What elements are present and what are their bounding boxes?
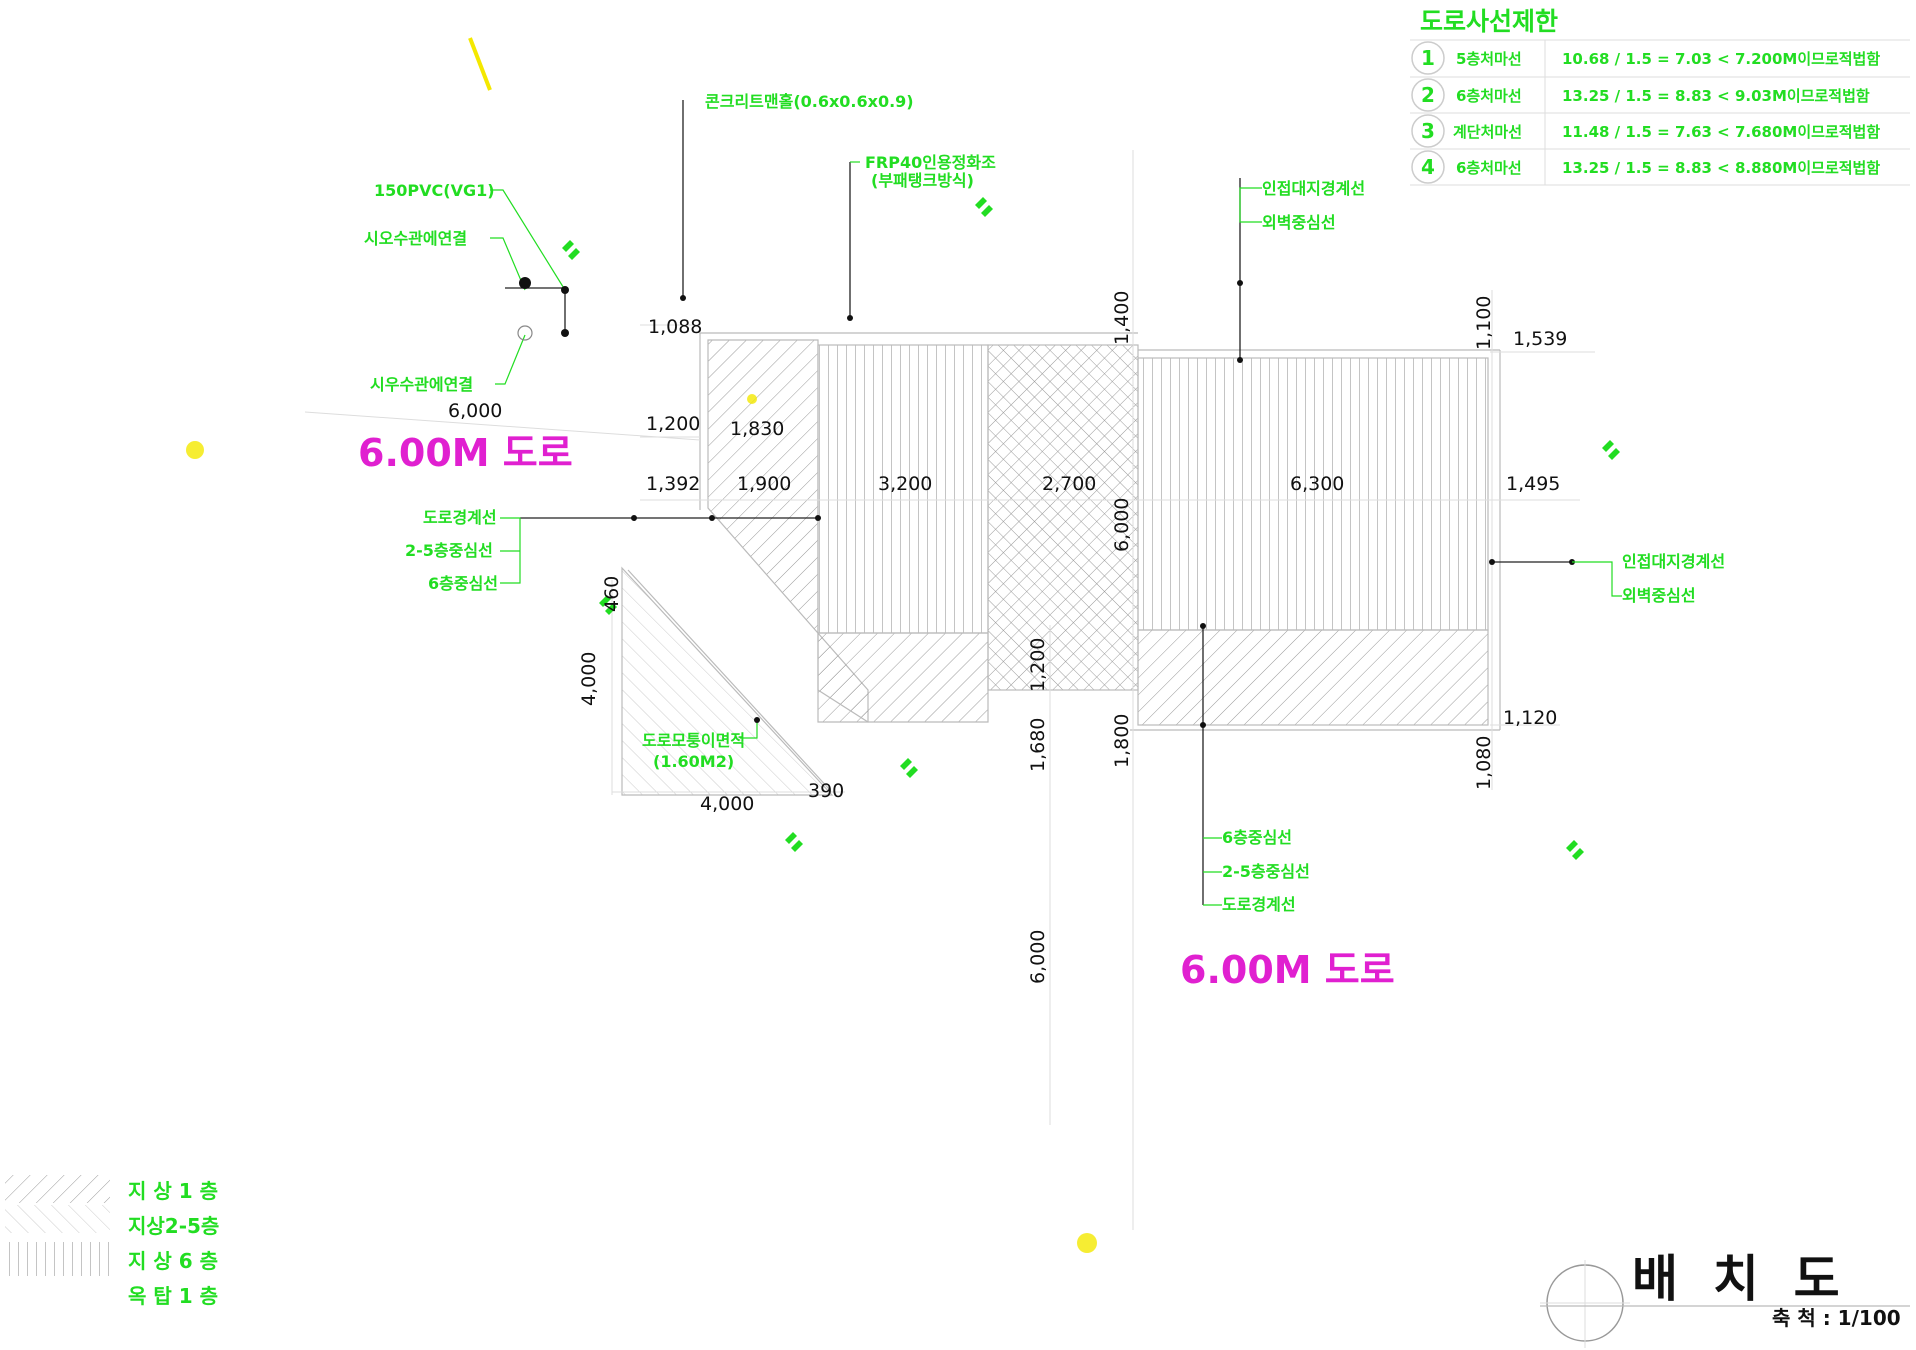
dimension-label: 460 (601, 576, 623, 612)
dimension-label: 1,539 (1513, 328, 1567, 350)
setback-row-number: 1 (1421, 46, 1435, 70)
level-marker-icon (785, 832, 803, 852)
setback-table-title: 도로사선제한 (1420, 7, 1558, 36)
setback-row-name: 5층처마선 (1456, 50, 1522, 68)
legend-swatch (5, 1175, 110, 1203)
label-adjacent-boundary-top: 인접대지경계선 (1262, 179, 1365, 198)
legend-swatches (5, 1175, 110, 1276)
label-pvc-pipe: 150PVC(VG1) (374, 181, 495, 200)
setback-row-name: 6층처마선 (1456, 159, 1522, 177)
label-adjacent-boundary-right: 인접대지경계선 (1622, 552, 1725, 571)
level-marker-icon (1602, 440, 1620, 460)
dimension-label: 6,000 (448, 400, 502, 422)
level-markers (562, 197, 1620, 860)
leader-lines (490, 100, 1622, 906)
dimension-label: 1,400 (1111, 291, 1133, 345)
label-wall-centerline-top: 외벽중심선 (1262, 213, 1336, 232)
setback-table-lines (1410, 39, 1910, 186)
dimension-label: 1,680 (1027, 718, 1049, 772)
setback-row-number: 3 (1421, 119, 1435, 143)
dimension-label: 6,000 (1111, 498, 1133, 552)
setback-row-number: 2 (1421, 83, 1435, 107)
setback-table-rows: 1 5층처마선 10.68 / 1.5 = 7.03 < 7.200M이므로적법… (1421, 46, 1880, 179)
dimension-label: 1,088 (648, 316, 702, 338)
legend-label: 옥 탑 1 층 (128, 1284, 218, 1308)
building-footprint (699, 332, 1501, 731)
dimension-label: 1,200 (646, 413, 700, 435)
drawing-title: 배 치 도 (1632, 1250, 1840, 1308)
label-septic-tank: FRP40인용정화조 (865, 153, 996, 172)
dimension-label: 1,830 (730, 418, 784, 440)
dimension-label: 6,300 (1290, 473, 1344, 495)
legend-label: 지상2-5층 (128, 1214, 219, 1238)
label-road-boundary-south: 도로경계선 (1222, 895, 1296, 914)
setback-row-calc: 13.25 / 1.5 = 8.83 < 8.880M이므로적법함 (1562, 159, 1880, 177)
ground-floor-area-right (1137, 629, 1489, 726)
level-marker-icon (599, 595, 617, 615)
setback-row-calc: 11.48 / 1.5 = 7.63 < 7.680M이므로적법함 (1562, 123, 1880, 141)
level-marker-icon (900, 758, 918, 778)
ground-floor-area-bottom (817, 632, 989, 723)
dimension-label: 3,200 (878, 473, 932, 495)
setback-row-name: 계단처마선 (1453, 123, 1522, 141)
road-corner-triangle (621, 566, 834, 796)
road-label-west: 6.00M 도로 (358, 431, 573, 475)
label-sewer-connection: 시오수관에연결 (364, 229, 467, 248)
label-floor-6-centerline-south: 6층중심선 (1222, 828, 1292, 847)
dimension-label: 1,392 (646, 473, 700, 495)
dimension-lines (304, 150, 1595, 1230)
setback-row-number: 4 (1421, 155, 1435, 179)
label-corner-area-value: (1.60M2) (653, 752, 734, 771)
road-label-south: 6.00M 도로 (1180, 948, 1395, 992)
label-road-boundary-west: 도로경계선 (423, 508, 497, 527)
dimension-label: 6,000 (1027, 930, 1049, 984)
dimension-label: 390 (808, 780, 844, 802)
label-corner-area: 도로모퉁이면적 (642, 731, 745, 750)
legend-swatch (5, 1242, 110, 1276)
dimension-label: 1,200 (1027, 638, 1049, 692)
label-wall-centerline-right: 외벽중심선 (1622, 586, 1696, 605)
setback-row-calc: 13.25 / 1.5 = 8.83 < 9.03M이므로적법함 (1562, 87, 1870, 105)
label-floors-2-5-centerline-south: 2-5층중심선 (1222, 862, 1310, 881)
label-floors-2-5-centerline-west: 2-5층중심선 (405, 541, 493, 560)
label-floor-6-centerline-west: 6층중심선 (428, 574, 498, 593)
label-stormwater-connection: 시우수관에연결 (370, 375, 473, 394)
legend-label: 지 상 6 층 (128, 1249, 218, 1273)
dimension-label: 1,495 (1506, 473, 1560, 495)
floors-2-5-area-right (1137, 357, 1489, 631)
north-symbol (1540, 1260, 1630, 1348)
dimension-label: 1,080 (1473, 736, 1495, 790)
level-marker-icon (1566, 840, 1584, 860)
dimension-label: 4,000 (700, 793, 754, 815)
dimension-label: 1,100 (1473, 296, 1495, 350)
legend-label: 지 상 1 층 (128, 1179, 218, 1203)
floor-6-area-center (987, 344, 1139, 691)
setback-row-name: 6층처마선 (1456, 87, 1522, 105)
label-concrete-manhole: 콘크리트맨홀(0.6x0.6x0.9) (705, 92, 914, 111)
dimension-label: 1,120 (1503, 707, 1557, 729)
dimension-label: 1,800 (1111, 714, 1133, 768)
dimension-label: 2,700 (1042, 473, 1096, 495)
level-marker-icon (562, 240, 580, 260)
dimension-label: 1,900 (737, 473, 791, 495)
setback-row-calc: 10.68 / 1.5 = 7.03 < 7.200M이므로적법함 (1562, 50, 1880, 68)
level-marker-icon (975, 197, 993, 217)
legend-swatch (5, 1205, 110, 1233)
label-septic-tank-type: (부패탱크방식) (871, 171, 974, 190)
dimension-label: 4,000 (578, 652, 600, 706)
highlight-marks (186, 37, 1097, 1253)
drawing-scale: 축 척 : 1/100 (1772, 1306, 1901, 1330)
